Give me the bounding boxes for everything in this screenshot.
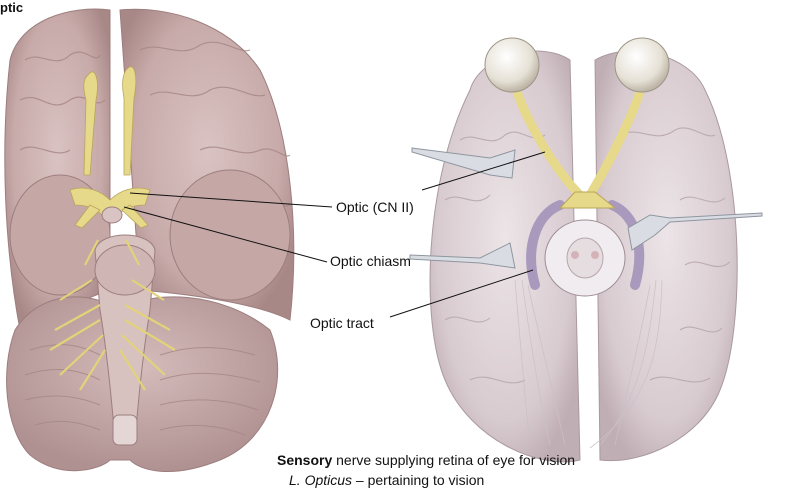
leader-optic-cn2-left <box>129 192 333 208</box>
leader-optic-chiasm <box>123 206 328 263</box>
label-optic-chiasm: Optic chiasm <box>330 253 411 269</box>
caption-line-1: Sensory nerve supplying retina of eye fo… <box>277 452 575 468</box>
caption-bold-term: Sensory <box>277 452 333 468</box>
label-optic-tract: Optic tract <box>310 315 374 331</box>
leader-optic-cn2-right <box>421 151 546 191</box>
label-optic-cn2: Optic (CN II) <box>336 199 414 215</box>
slide-title: ptic <box>0 0 24 15</box>
caption-etymology-term: L. Opticus <box>289 472 353 488</box>
caption-line-2: L. Opticus – pertaining to vision <box>289 472 484 488</box>
caption-line-1-text: nerve supplying retina of eye for vision <box>332 452 576 468</box>
caption-line-2-text: – pertaining to vision <box>352 472 485 488</box>
leader-optic-tract <box>389 269 534 318</box>
